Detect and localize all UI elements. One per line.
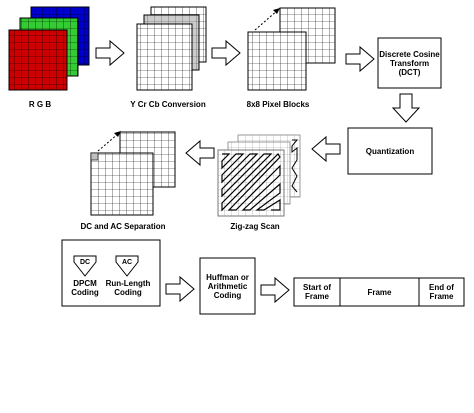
- end-of-frame: End of Frame: [419, 278, 464, 306]
- label-zigzag: Zig-zag Scan: [230, 222, 280, 231]
- zigzag-path: [221, 153, 281, 212]
- label-rgb: R G B: [28, 100, 52, 109]
- label-ycrcb: Y Cr Cb Conversion: [130, 100, 206, 109]
- label-dc-tag: DC: [79, 259, 91, 266]
- frame-label: Frame: [367, 287, 392, 297]
- label-ac-tag: AC: [121, 259, 133, 266]
- huffman-text: Huffman or Arithmetic Coding: [200, 258, 255, 314]
- frame-row: Start of Frame Frame End of Frame: [294, 278, 464, 306]
- rgb-planes: [8, 6, 90, 91]
- dc-down-arrow: [73, 255, 97, 277]
- frame-box: [293, 277, 465, 307]
- quantization-label: Quantization: [365, 146, 415, 156]
- label-blocks: 8x8 Pixel Blocks: [246, 100, 310, 109]
- dcac-blocks: [90, 131, 176, 216]
- dcac-dashed-arrow: [97, 132, 120, 152]
- coding-box: [61, 239, 161, 307]
- ac-down-arrow: [115, 255, 139, 277]
- plane-y: [136, 23, 193, 91]
- huffman-label: Huffman or Arithmetic Coding: [206, 272, 249, 300]
- dcac-arrowhead: [114, 131, 121, 137]
- red-plane: [8, 29, 68, 91]
- arrow-huffman-to-frame: [260, 276, 290, 304]
- zigzag-blocks: [217, 134, 301, 217]
- zigzag-path-back: [291, 139, 299, 193]
- block-dashed-arrow: [254, 9, 279, 31]
- dct-label: Discrete Cosine Transform (DCT): [379, 49, 440, 77]
- quantization-box: [347, 127, 433, 175]
- label-dpcm: DPCM Coding: [71, 279, 99, 297]
- block-front: [247, 31, 307, 91]
- arrow-blocks-to-dct: [345, 45, 375, 73]
- huffman-box: [199, 257, 256, 315]
- quantization-text: Quantization: [348, 128, 432, 174]
- arrow-quant-to-zigzag: [311, 135, 341, 163]
- dcac-front: [90, 152, 154, 216]
- arrow-ycrcb-to-blocks: [211, 39, 241, 67]
- ycrcb-planes: [136, 6, 207, 91]
- end-of-frame-label: End of Frame: [429, 283, 454, 301]
- arrow-dct-to-quant: [391, 93, 421, 123]
- label-dcac: DC and AC Separation: [80, 222, 166, 231]
- arrow-zigzag-to-dcac: [185, 139, 215, 167]
- start-of-frame: Start of Frame: [294, 278, 340, 306]
- arrow-coding-to-huffman: [165, 275, 195, 303]
- dct-box: [377, 37, 442, 89]
- frame-cell: Frame: [340, 278, 419, 306]
- start-of-frame-label: Start of Frame: [303, 283, 331, 301]
- dc-cell: [90, 152, 99, 161]
- arrow-rgb-to-ycrcb: [95, 39, 125, 67]
- block-arrowhead: [273, 8, 280, 14]
- label-rle: Run-Length Coding: [105, 279, 151, 297]
- pixel-blocks: [247, 7, 336, 91]
- dct-text: Discrete Cosine Transform (DCT): [378, 38, 441, 88]
